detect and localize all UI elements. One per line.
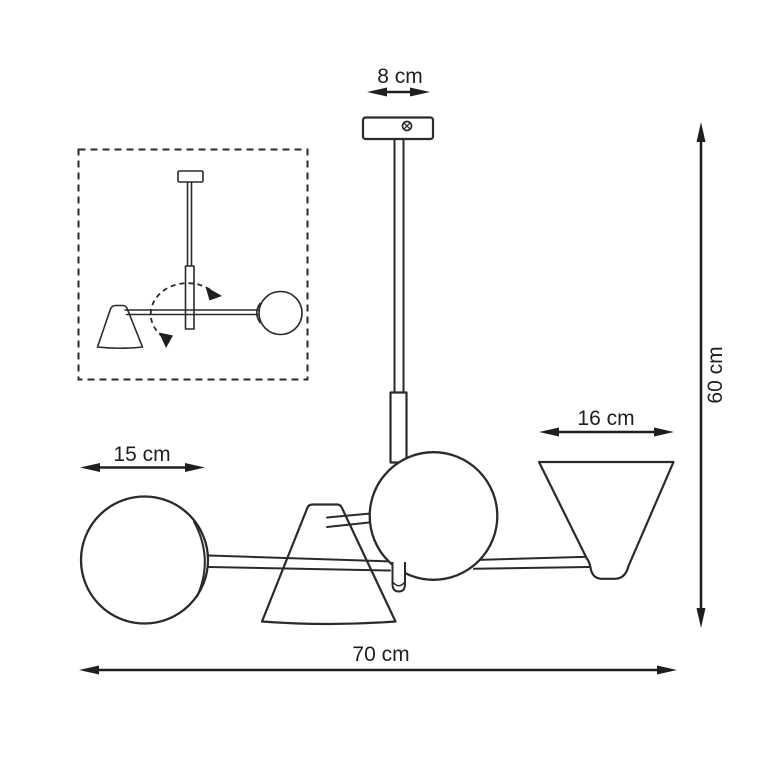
inset-canopy-plate: [177, 170, 204, 183]
inset-thin-rod: [186, 181, 193, 267]
center-globe-shade: [368, 451, 499, 581]
dim-right-shade-label: 16 cm: [577, 407, 634, 430]
inset-arm: [124, 309, 260, 316]
right-arm: [473, 555, 590, 570]
dim-overall-width-label: 70 cm: [352, 643, 409, 666]
right-cone-shade: [537, 460, 675, 580]
dim-overall-width: 70 cm: [79, 643, 677, 675]
lamp-drawing: [79, 116, 675, 626]
suspension-rod-cap-rim: [392, 581, 406, 587]
inset-thick-rod: [184, 265, 195, 330]
dim-canopy-width-label: 8 cm: [377, 65, 423, 88]
inset-globe-shade: [258, 290, 303, 336]
left-globe-shade: [79, 495, 210, 625]
dim-left-globe-diameter: 15 cm: [80, 443, 205, 472]
dim-canopy-width: 8 cm: [367, 65, 430, 97]
inset-cone-shade: [96, 304, 144, 350]
dim-overall-height-label: 60 cm: [704, 346, 727, 403]
middle-cone-arm: [326, 512, 377, 528]
canopy-plate: [361, 116, 435, 141]
dim-overall-height: 60 cm: [696, 122, 727, 628]
suspension-rod-cap: [391, 562, 406, 593]
left-globe-socket: [193, 520, 206, 598]
inset-rotation-diagram: [77, 148, 309, 381]
dim-left-globe-label: 15 cm: [113, 443, 170, 466]
suspension-rod-thin: [393, 138, 405, 394]
screw-icon: [401, 120, 413, 132]
left-arm: [208, 554, 393, 572]
rotation-arrow-icon: [149, 282, 222, 348]
dim-right-shade-diameter: 16 cm: [539, 407, 674, 437]
inset-dashed-border: [77, 148, 309, 381]
inset-globe-socket: [255, 302, 261, 324]
suspension-rod-thick: [389, 391, 408, 464]
middle-cone-shade: [260, 503, 397, 626]
